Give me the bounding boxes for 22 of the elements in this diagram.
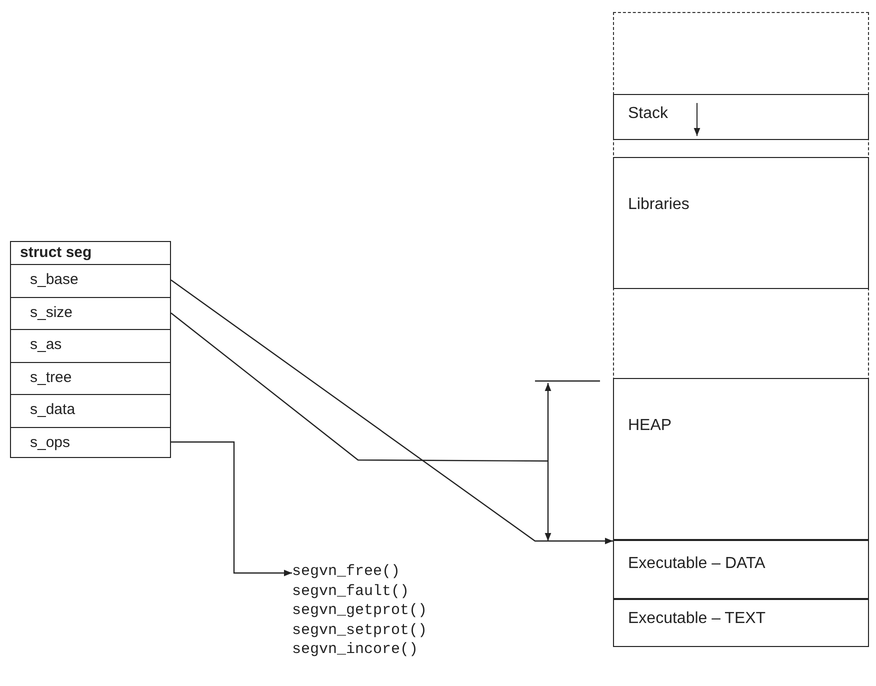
table-header: struct seg [19, 243, 93, 263]
function-name: segvn_setprot() [292, 620, 428, 640]
field-row: s_size [10, 297, 171, 329]
field-row: s_ops [10, 427, 171, 459]
function-name: segvn_fault() [292, 582, 410, 601]
struct-table [10, 241, 171, 458]
memory-segment: Libraries [613, 157, 869, 289]
memory-segment: HEAP [613, 378, 869, 540]
field-row: s_as [10, 329, 171, 362]
memory-segment: Stack [613, 94, 869, 140]
memory-segment: Executable – TEXT [613, 599, 869, 647]
field-row: s_tree [10, 362, 171, 394]
arrow [171, 441, 292, 576]
function-name: segvn_incore() [292, 640, 418, 660]
arrow [170, 280, 613, 544]
memory-segment: Executable – DATA [613, 540, 869, 599]
address-space-box [613, 12, 869, 646]
field-row: s_data [10, 394, 171, 427]
connector-line [170, 312, 548, 462]
function-name: segvn_getprot() [292, 601, 428, 620]
field-row: s_base [10, 264, 171, 297]
function-name: segvn_free() [292, 562, 400, 582]
